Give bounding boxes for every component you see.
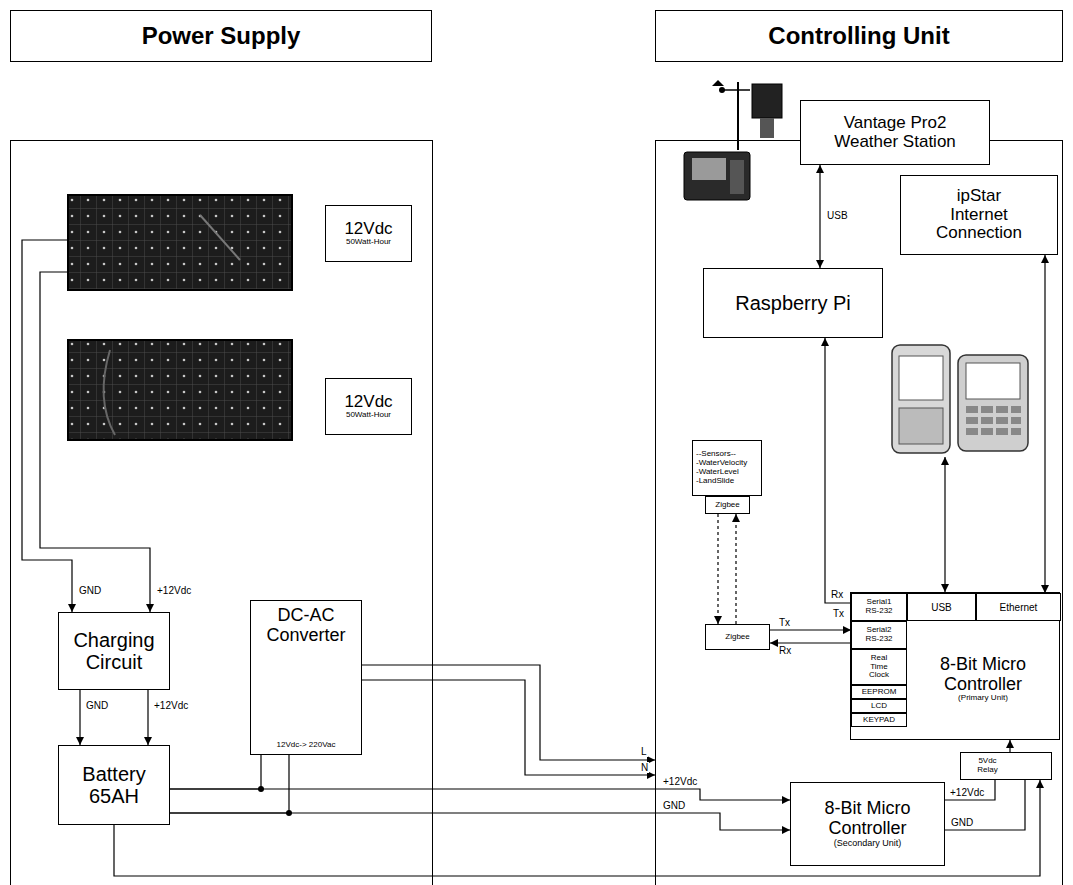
- battery-box: Battery 65AH: [58, 745, 170, 825]
- phone-usb-link: [944, 457, 945, 592]
- process-box: Charging Circuit: [58, 612, 170, 690]
- node-text: 8-Bit Micro Controller: [818, 799, 918, 839]
- ac-wire: [362, 665, 655, 775]
- wire-label: GND: [78, 585, 102, 596]
- node-text: LCD: [871, 702, 887, 711]
- connector: [819, 165, 820, 268]
- module-cell: EEPROM: [851, 685, 907, 699]
- connector: [945, 780, 1025, 830]
- section-header: Controlling Unit: [655, 10, 1063, 62]
- port-cell: Serial1 RS-232: [851, 593, 907, 621]
- node-text: Serial2 RS-232: [859, 626, 899, 644]
- connector: [170, 789, 790, 800]
- phone-illustration: [892, 345, 1028, 453]
- node-text: Controlling Unit: [768, 23, 949, 49]
- port-cell: Serial2 RS-232: [851, 621, 907, 649]
- connector: [170, 813, 790, 830]
- node-text: 50Watt-Hour: [346, 238, 391, 247]
- connector-label: Rx: [778, 645, 792, 656]
- port-cell: USB: [907, 593, 976, 621]
- connector-label: +12Vdc: [949, 787, 985, 798]
- device-box: Vantage Pro2 Weather Station: [800, 100, 990, 165]
- module-cell: LCD: [851, 699, 907, 713]
- node-text: -LandSlide: [696, 477, 734, 486]
- node-text: ipStar Internet Connection: [929, 187, 1029, 243]
- connector: [1009, 740, 1010, 752]
- controller-box: 8-Bit Micro Controller(Primary Unit) Seri…: [850, 592, 1060, 740]
- connector: [735, 514, 736, 624]
- node-text: EEPROM: [862, 688, 897, 697]
- rating-box: 12Vdc50Watt-Hour: [325, 378, 412, 435]
- node-text: Battery 65AH: [74, 763, 154, 807]
- connector: [170, 755, 261, 789]
- module-cell: Real Time Clock: [851, 649, 907, 685]
- control-panel: [656, 141, 1063, 885]
- converter-box: DC-AC Converter 12Vdc-> 220Vac: [250, 600, 362, 755]
- connector-label: GND: [85, 700, 109, 711]
- signal-label: Tx: [832, 608, 845, 619]
- sensor-box: --Sensors---WaterVelocity-WaterLevel-Lan…: [692, 440, 762, 496]
- solar-panel: [68, 195, 292, 290]
- section-header: Power Supply: [10, 10, 432, 62]
- node-text: -WaterLevel: [696, 468, 739, 477]
- solar-panel: [68, 340, 292, 440]
- node-text: Real Time Clock: [864, 654, 894, 680]
- node-text: KEYPAD: [863, 716, 895, 725]
- relay-box: 5Vdc Relay: [960, 752, 1052, 780]
- node-text: 8-Bit Micro Controller: [933, 655, 1033, 695]
- node-text: 12Vdc: [344, 220, 392, 239]
- connector-label: GND: [950, 817, 974, 828]
- controller-box: 8-Bit Micro Controller(Secondary Unit): [790, 782, 945, 866]
- module-cell: KEYPAD: [851, 713, 907, 727]
- connector-label: +12Vdc: [153, 700, 189, 711]
- node-text: 50Watt-Hour: [346, 411, 391, 420]
- connector: [1044, 255, 1045, 593]
- connector: [114, 780, 1040, 876]
- node-text: USB: [931, 602, 952, 613]
- solar-wire: [22, 240, 150, 612]
- connector-label: USB: [826, 210, 849, 221]
- node-text: Ethernet: [1000, 602, 1038, 613]
- connector-label: Tx: [778, 617, 791, 628]
- device-box: ipStar Internet Connection: [900, 175, 1058, 255]
- node-text: Zigbee: [715, 501, 739, 510]
- wire-label: L: [640, 746, 648, 757]
- rating-box: 12Vdc50Watt-Hour: [325, 205, 412, 262]
- node-text: --Sensors--: [696, 450, 736, 459]
- connector: [770, 642, 851, 643]
- node-text: Zigbee: [725, 633, 749, 642]
- connector: [825, 338, 851, 603]
- wire-label: +12Vdc: [156, 585, 192, 596]
- connector-label: GND: [662, 800, 686, 811]
- weather-station: [684, 80, 782, 200]
- node-text: Charging Circuit: [64, 629, 164, 673]
- connector: [170, 755, 289, 813]
- node-text: (Primary Unit): [958, 694, 1008, 703]
- node-text: Raspberry Pi: [735, 292, 851, 314]
- connector: [717, 514, 718, 624]
- radio-box: Zigbee: [705, 624, 770, 650]
- port-cell: Ethernet: [976, 593, 1061, 621]
- connector-label: +12Vdc: [662, 776, 698, 787]
- node-text: (Secondary Unit): [834, 839, 902, 849]
- node-text: Serial1 RS-232: [859, 598, 899, 616]
- node-text: DC-AC Converter: [254, 606, 358, 646]
- node-text: Power Supply: [142, 23, 301, 49]
- connector: [79, 690, 80, 745]
- connector: [945, 780, 995, 800]
- radio-box: Zigbee: [705, 496, 750, 514]
- node-text: -WaterVelocity: [696, 459, 747, 468]
- device-box: Raspberry Pi: [703, 268, 883, 338]
- wire-label: N: [640, 762, 649, 773]
- node-text: Vantage Pro2 Weather Station: [820, 114, 970, 151]
- node-text: 12Vdc-> 220Vac: [277, 741, 336, 750]
- connector: [770, 629, 851, 630]
- power-panel: [11, 141, 433, 885]
- connector: [147, 690, 148, 745]
- connector-label: Rx: [830, 589, 844, 600]
- node-text: 5Vdc Relay: [970, 757, 1006, 775]
- node-text: 12Vdc: [344, 393, 392, 412]
